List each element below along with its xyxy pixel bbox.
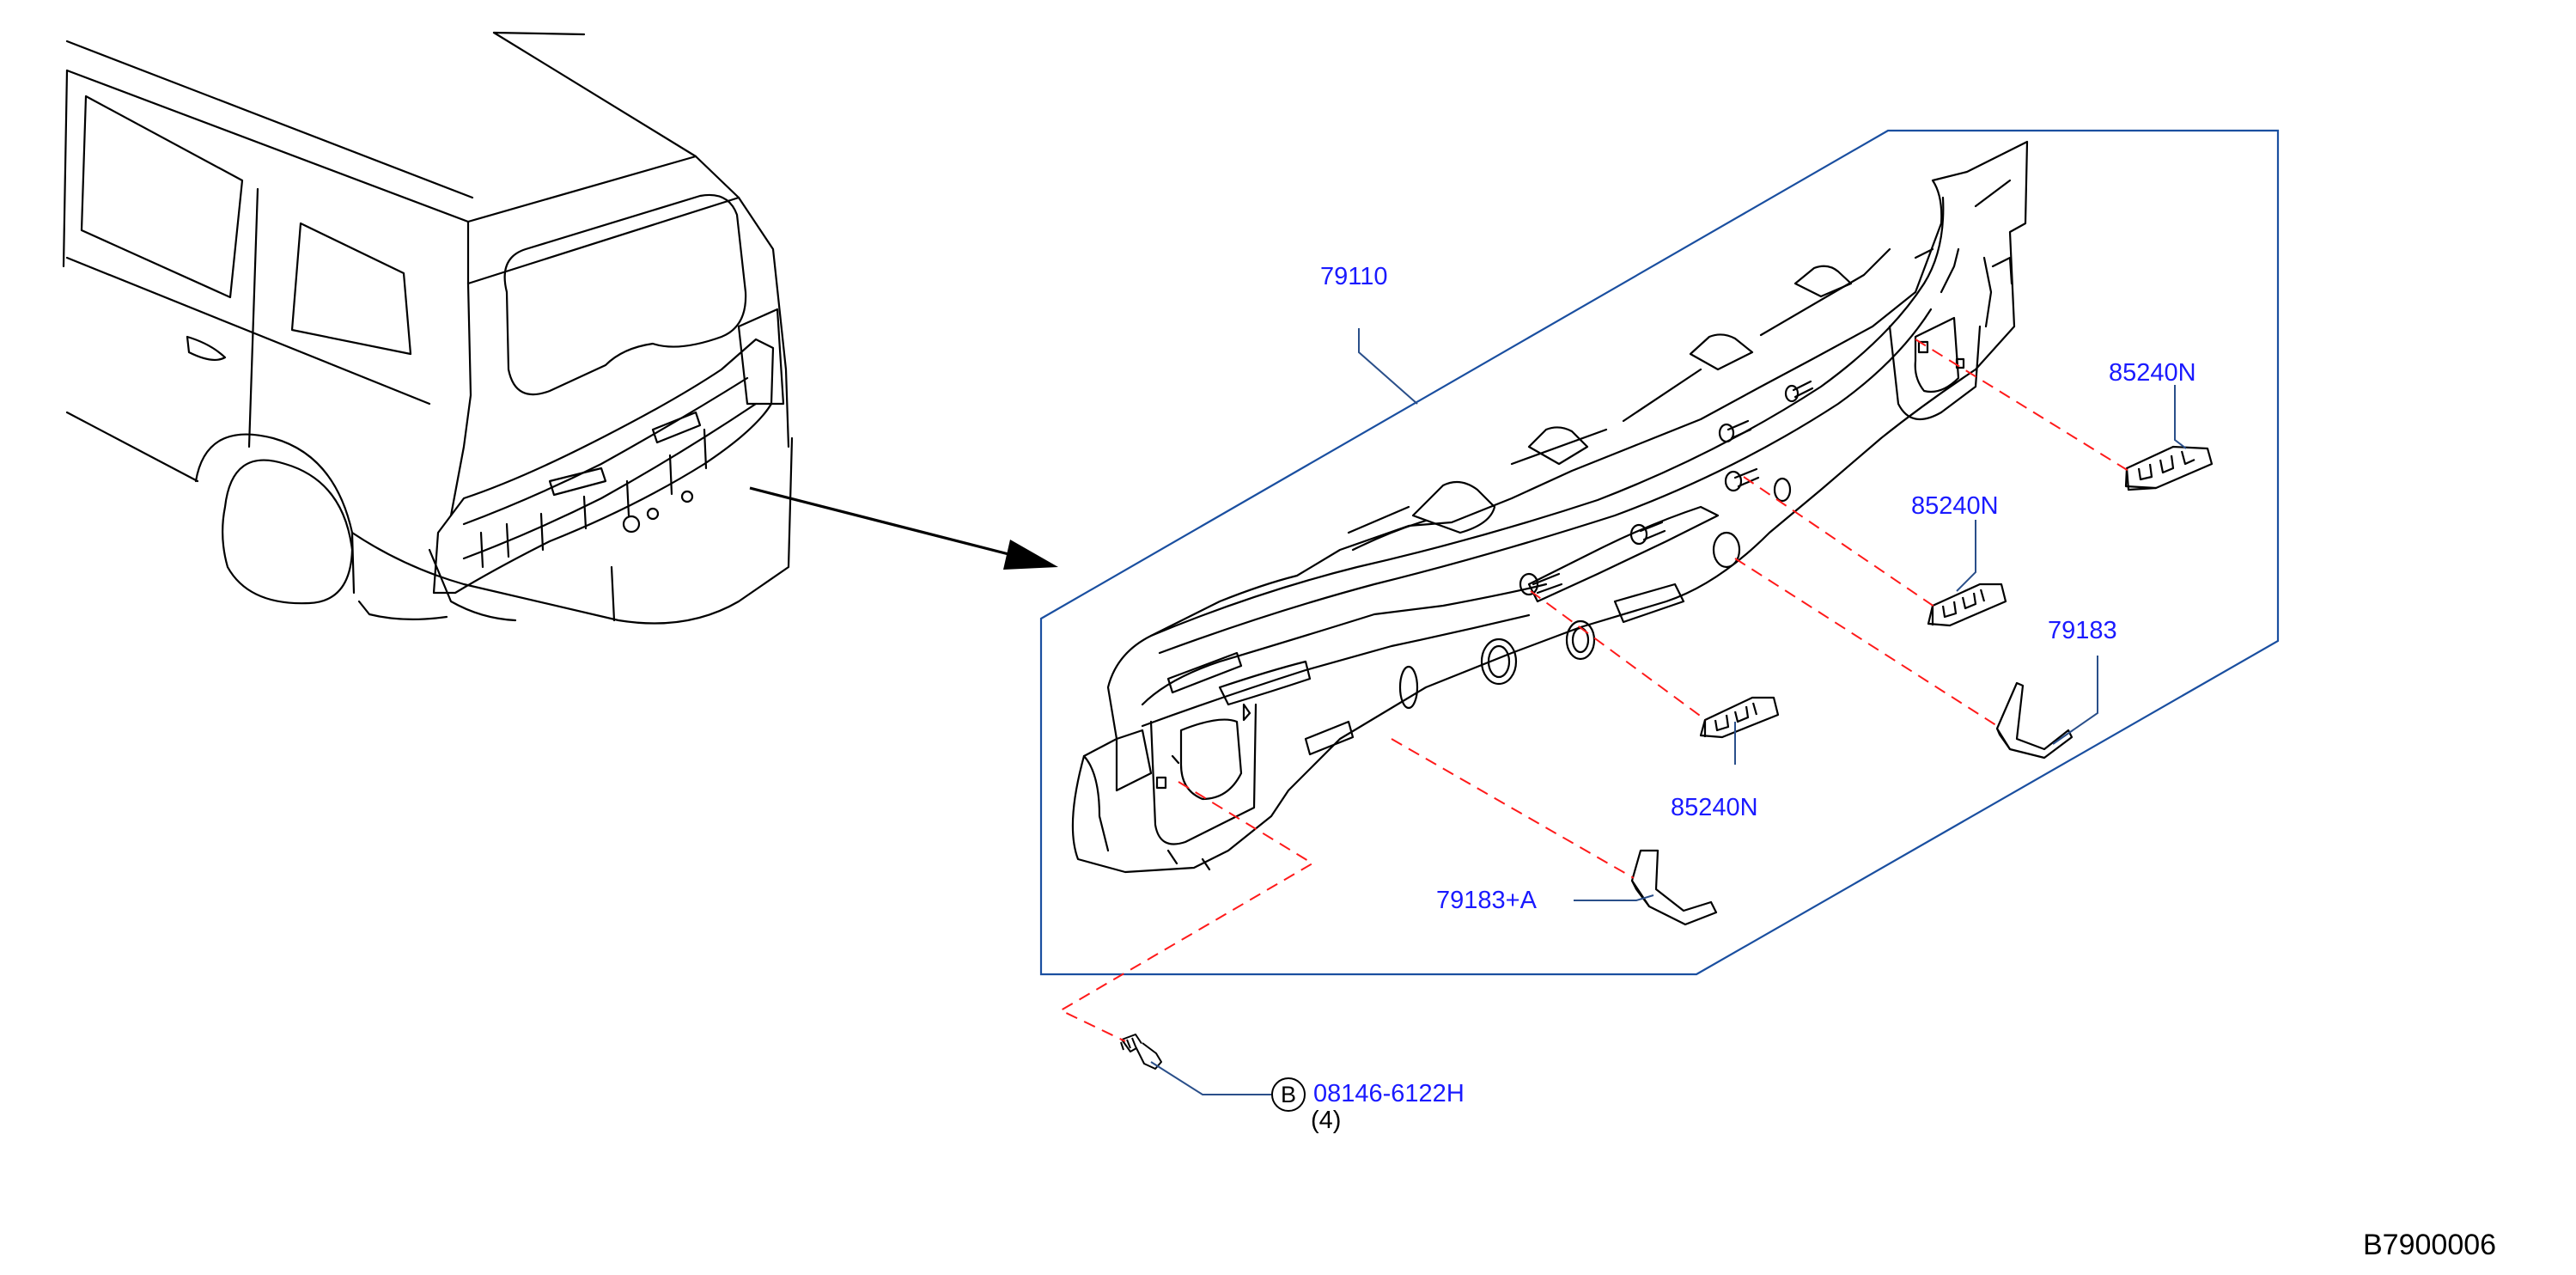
label-79110: 79110 <box>1320 263 1388 290</box>
clip-85240n-upper <box>2124 445 2214 491</box>
label-bolt: 08146-6122H <box>1313 1080 1465 1107</box>
label-bolt-quantity: (4) <box>1311 1107 1342 1134</box>
bolt-symbol-b: B <box>1271 1077 1306 1112</box>
detail-arrow <box>749 486 1058 570</box>
bracket-79183 <box>1995 681 2074 760</box>
label-79183: 79183 <box>2048 617 2117 644</box>
vehicle-illustration <box>62 31 794 625</box>
label-85240n-lower: 85240N <box>1671 794 1758 821</box>
bracket-79183a <box>1630 849 1718 926</box>
clip-85240n-lower <box>1699 696 1780 739</box>
label-79183a: 79183+A <box>1436 887 1537 914</box>
label-85240n-middle: 85240N <box>1911 492 1999 520</box>
leader-lines <box>1150 328 2187 1095</box>
rear-panel-79110 <box>1071 140 2029 874</box>
clip-85240n-middle <box>1927 583 2007 627</box>
diagram-code: B7900006 <box>2363 1229 2497 1261</box>
label-85240n-upper: 85240N <box>2109 359 2196 387</box>
explode-lines <box>1058 339 2129 1042</box>
bolt-icon <box>1120 1034 1162 1070</box>
detail-frame <box>1039 129 2280 976</box>
